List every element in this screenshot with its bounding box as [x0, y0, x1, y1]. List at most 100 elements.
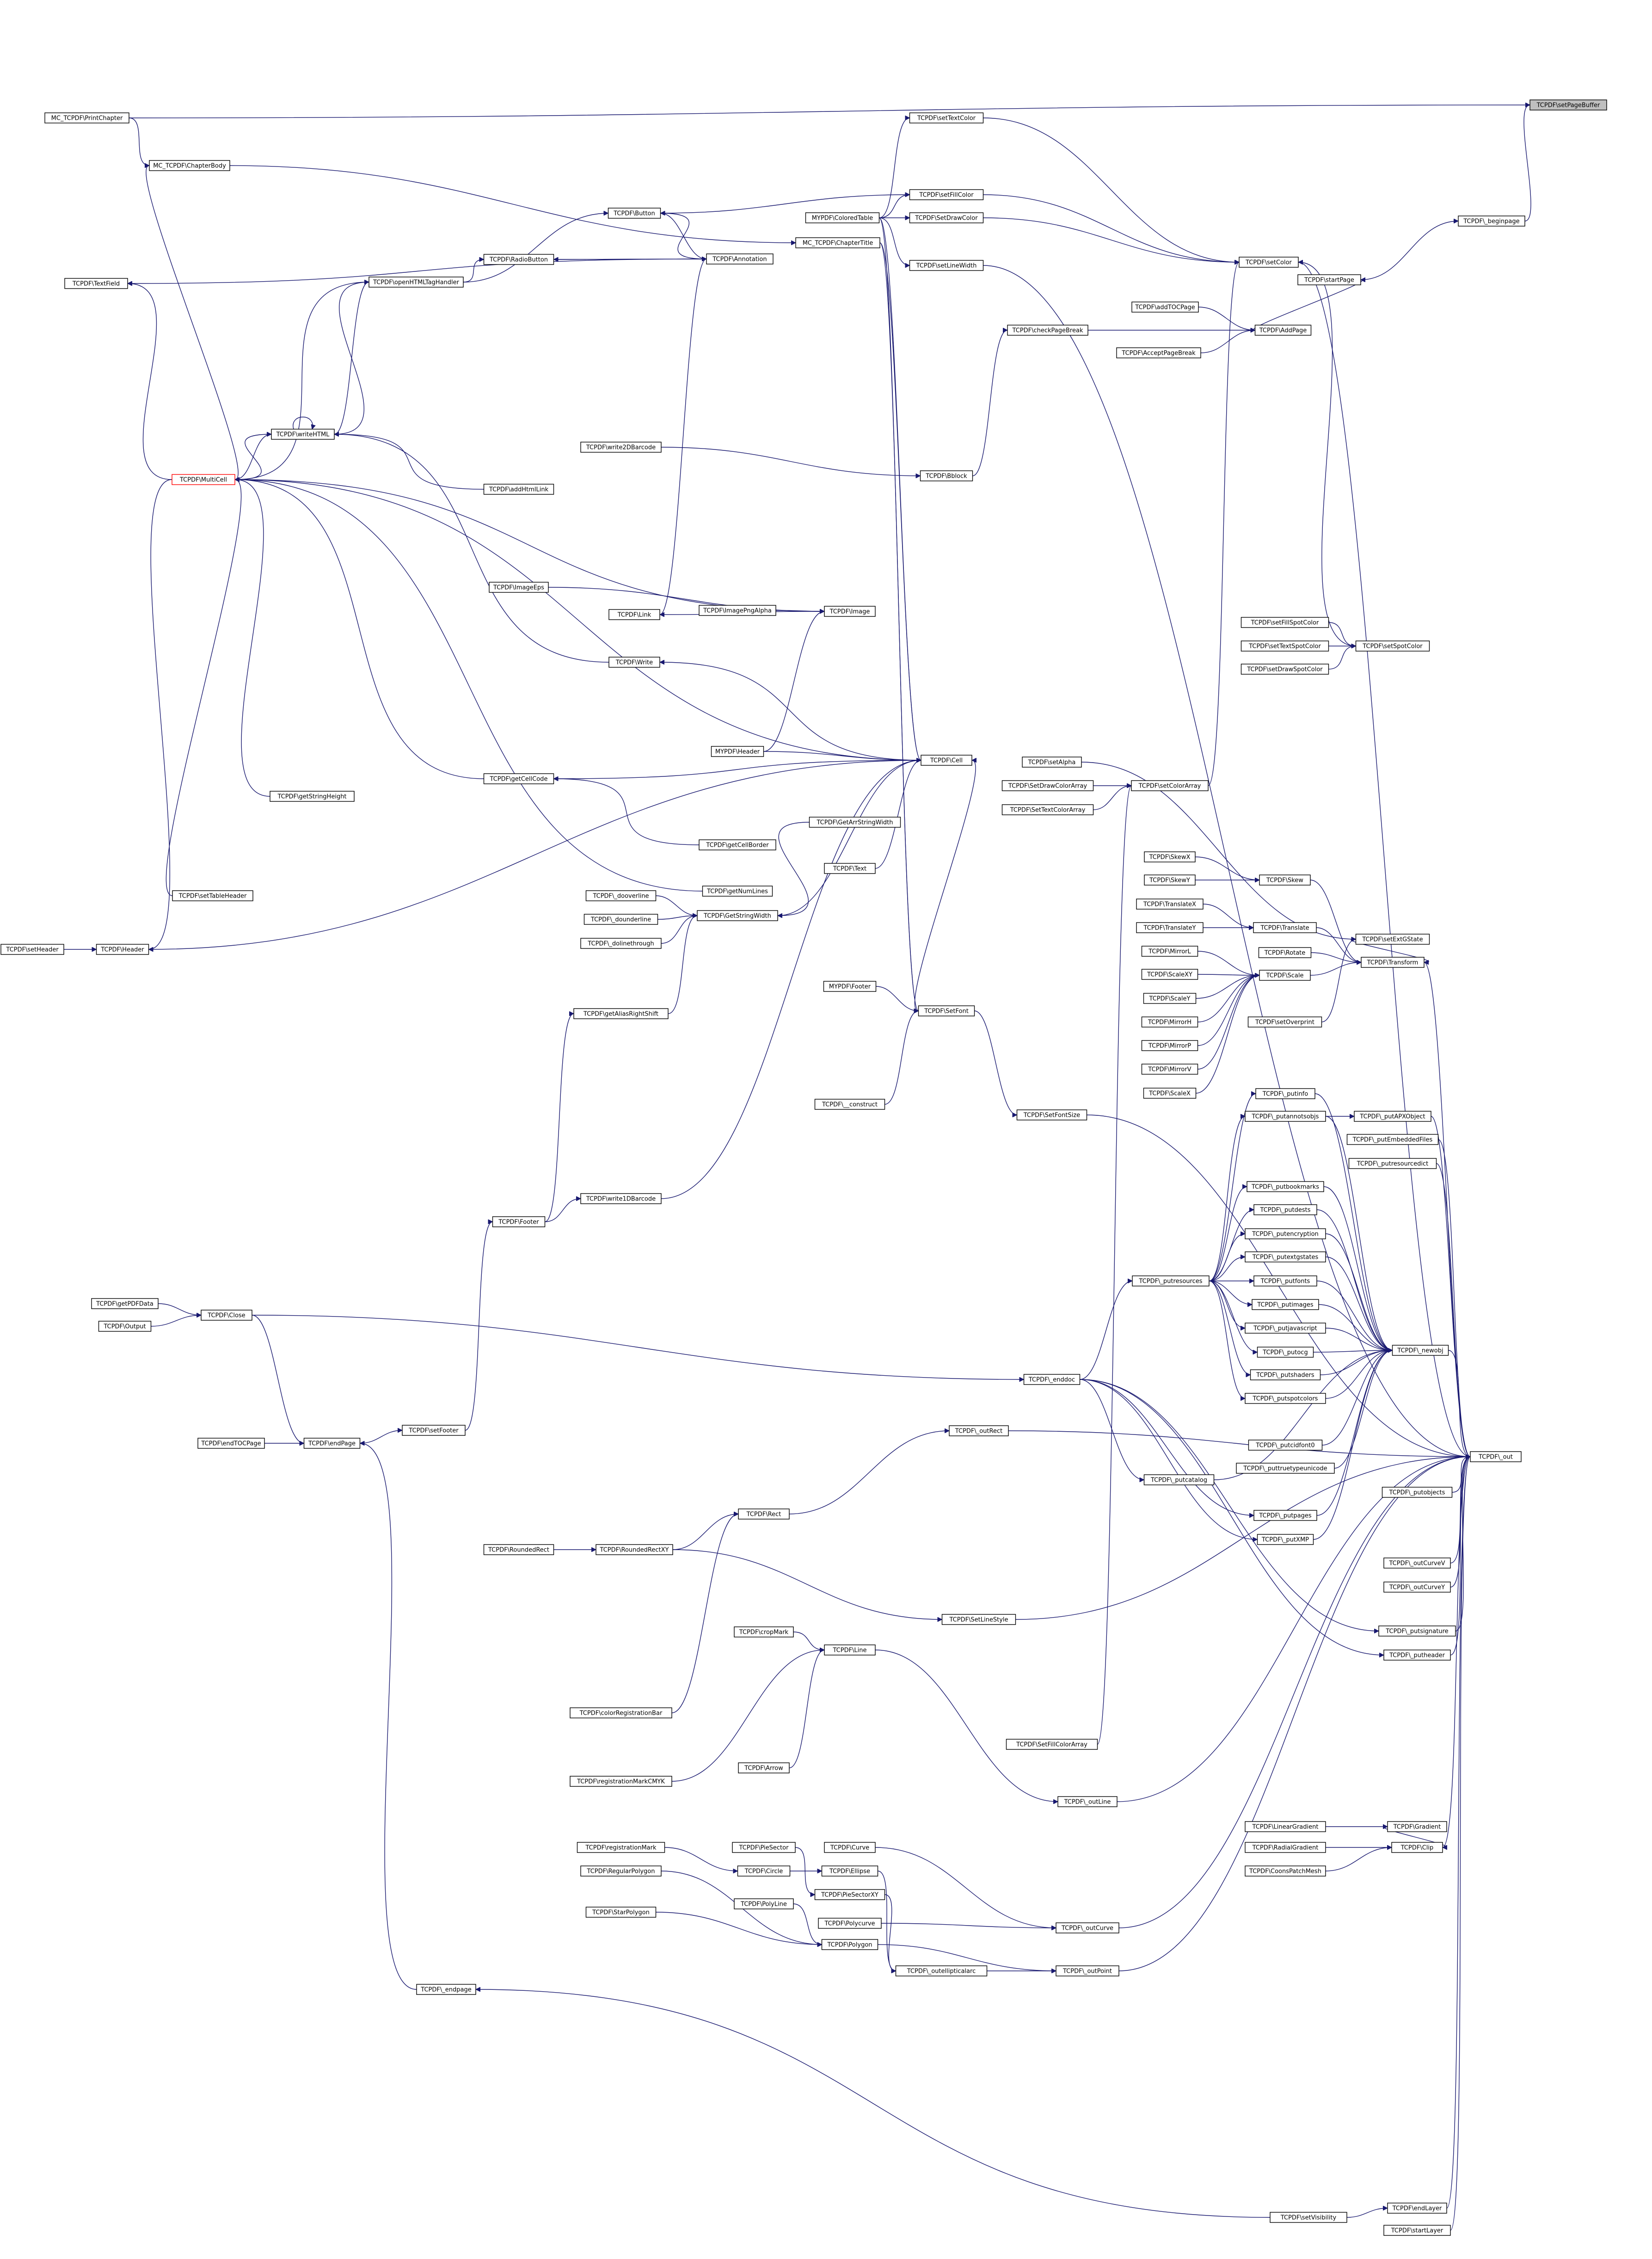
graph-node[interactable]: TCPDF\getCellCode [483, 773, 554, 784]
node-box[interactable] [821, 1865, 878, 1877]
graph-node[interactable]: MYPDF\ColoredTable [805, 212, 880, 223]
graph-node[interactable]: TCPDF\_putresourcedict [1348, 1158, 1437, 1169]
node-box[interactable] [1245, 1821, 1326, 1832]
graph-node[interactable]: TCPDF\PieSector [732, 1842, 796, 1853]
node-box[interactable] [1057, 1796, 1118, 1807]
graph-node[interactable]: TCPDF\setColor [1239, 257, 1299, 268]
graph-node[interactable]: TCPDF\setDrawSpotColor [1241, 664, 1329, 675]
graph-node[interactable]: TCPDF\setColorArray [1131, 780, 1209, 791]
node-box[interactable] [1378, 1625, 1456, 1637]
node-box[interactable] [489, 582, 549, 593]
node-box[interactable] [1007, 325, 1088, 336]
node-box[interactable] [149, 160, 230, 171]
node-box[interactable] [368, 277, 464, 288]
graph-node[interactable]: TCPDF\MirrorH [1141, 1016, 1198, 1028]
graph-node[interactable]: TCPDF\addHtmlLink [483, 484, 554, 495]
node-box[interactable] [809, 817, 901, 828]
graph-node[interactable]: TCPDF\setFillColor [909, 189, 984, 200]
node-box[interactable] [1361, 957, 1425, 968]
graph-node[interactable]: TCPDF\registrationMarkCMYK [570, 1776, 672, 1787]
graph-node[interactable]: TCPDF\setSpotColor [1355, 640, 1430, 652]
node-box[interactable] [44, 112, 129, 123]
node-box[interactable] [585, 1907, 657, 1918]
graph-node[interactable]: TCPDF\Annotation [706, 253, 774, 265]
graph-node[interactable]: TCPDF\RadialGradient [1245, 1842, 1326, 1853]
node-box[interactable] [1141, 1040, 1198, 1051]
node-box[interactable] [577, 1842, 665, 1853]
graph-node[interactable]: TCPDF\_out [1470, 1451, 1522, 1462]
node-box[interactable] [416, 1984, 476, 1995]
node-box[interactable] [1391, 1842, 1443, 1853]
node-box[interactable] [1470, 1451, 1522, 1462]
graph-node[interactable]: TCPDF\Line [824, 1644, 876, 1656]
graph-node[interactable]: TCPDF\StarPolygon [585, 1907, 657, 1918]
node-box[interactable] [1297, 274, 1361, 285]
node-box[interactable] [1245, 1323, 1326, 1334]
node-box[interactable] [738, 1762, 790, 1773]
graph-node[interactable]: TCPDF\_putheader [1383, 1650, 1451, 1661]
node-box[interactable] [824, 606, 876, 617]
node-box[interactable] [1458, 215, 1525, 227]
node-box[interactable] [824, 863, 876, 874]
graph-node[interactable]: TCPDF\Cell [921, 755, 972, 766]
graph-node[interactable]: TCPDF\RoundedRect [483, 1544, 554, 1555]
graph-node[interactable]: TCPDF\_putcidfont0 [1248, 1440, 1323, 1451]
node-box[interactable] [738, 1508, 790, 1520]
node-box[interactable] [96, 944, 149, 955]
node-box[interactable] [596, 1544, 673, 1555]
node-box[interactable] [585, 890, 657, 901]
node-box[interactable] [697, 910, 778, 921]
graph-node[interactable]: TCPDF\_dolinethrough [580, 938, 662, 949]
graph-node[interactable]: TCPDF\RadioButton [483, 254, 554, 265]
graph-node[interactable]: TCPDF\_putcatalog [1143, 1474, 1215, 1485]
node-box[interactable] [1144, 874, 1196, 886]
graph-node[interactable]: TCPDF\startPage [1297, 274, 1361, 285]
graph-node[interactable]: TCPDF\Transform [1361, 957, 1425, 968]
graph-node[interactable]: TCPDF\Close [201, 1310, 252, 1321]
node-box[interactable] [795, 237, 880, 248]
node-box[interactable] [1132, 1275, 1210, 1286]
node-box[interactable] [1270, 2212, 1347, 2223]
node-box[interactable] [737, 1865, 791, 1877]
graph-node[interactable]: TCPDF\_outCurveY [1383, 1582, 1451, 1593]
graph-node[interactable]: TCPDF\_endpage [416, 1984, 476, 1995]
node-box[interactable] [1056, 1965, 1119, 1976]
node-box[interactable] [583, 914, 658, 925]
node-box[interactable] [909, 189, 984, 200]
graph-node[interactable]: TCPDF\SetDrawColorArray [1001, 780, 1094, 791]
node-box[interactable] [580, 1193, 662, 1204]
graph-node[interactable]: TCPDF\TextField [64, 278, 128, 289]
node-box[interactable] [1253, 1275, 1317, 1286]
graph-node[interactable]: TCPDF\write2DBarcode [580, 442, 662, 453]
graph-node[interactable]: TCPDF\_putfonts [1253, 1275, 1317, 1286]
node-box[interactable] [271, 429, 335, 440]
node-box[interactable] [1136, 922, 1204, 933]
graph-node[interactable]: TCPDF\Polycurve [818, 1918, 882, 1929]
node-box[interactable] [1247, 1016, 1322, 1028]
node-box[interactable] [1247, 1181, 1324, 1192]
graph-node[interactable]: TCPDF\_putshaders [1250, 1369, 1321, 1380]
graph-node[interactable]: TCPDF\Footer [492, 1216, 546, 1227]
graph-node[interactable]: TCPDF\TranslateY [1136, 922, 1204, 933]
node-box[interactable] [1006, 1739, 1098, 1750]
graph-node[interactable]: MYPDF\Header [711, 746, 764, 757]
node-box[interactable] [1245, 1228, 1326, 1239]
graph-node[interactable]: TCPDF\LinearGradient [1245, 1821, 1326, 1832]
graph-node[interactable]: TCPDF\setLineWidth [909, 260, 984, 271]
graph-node[interactable]: TCPDF\setExtGState [1355, 934, 1430, 945]
node-box[interactable] [909, 212, 984, 223]
graph-node[interactable]: TCPDF\MirrorP [1141, 1040, 1198, 1051]
node-box[interactable] [0, 944, 64, 955]
graph-node[interactable]: TCPDF\ScaleY [1143, 993, 1197, 1004]
node-box[interactable] [823, 981, 877, 992]
graph-node[interactable]: TCPDF\colorRegistrationBar [570, 1707, 672, 1718]
node-box[interactable] [1253, 1204, 1317, 1215]
node-box[interactable] [909, 112, 984, 123]
graph-node[interactable]: MC_TCPDF\ChapterTitle [795, 237, 880, 248]
graph-node[interactable]: TCPDF\Text [824, 863, 876, 874]
node-box[interactable] [483, 773, 554, 784]
node-box[interactable] [821, 1939, 878, 1950]
node-box[interactable] [608, 657, 660, 668]
graph-node[interactable]: TCPDF\Button [608, 208, 661, 219]
node-box[interactable] [570, 1707, 672, 1718]
